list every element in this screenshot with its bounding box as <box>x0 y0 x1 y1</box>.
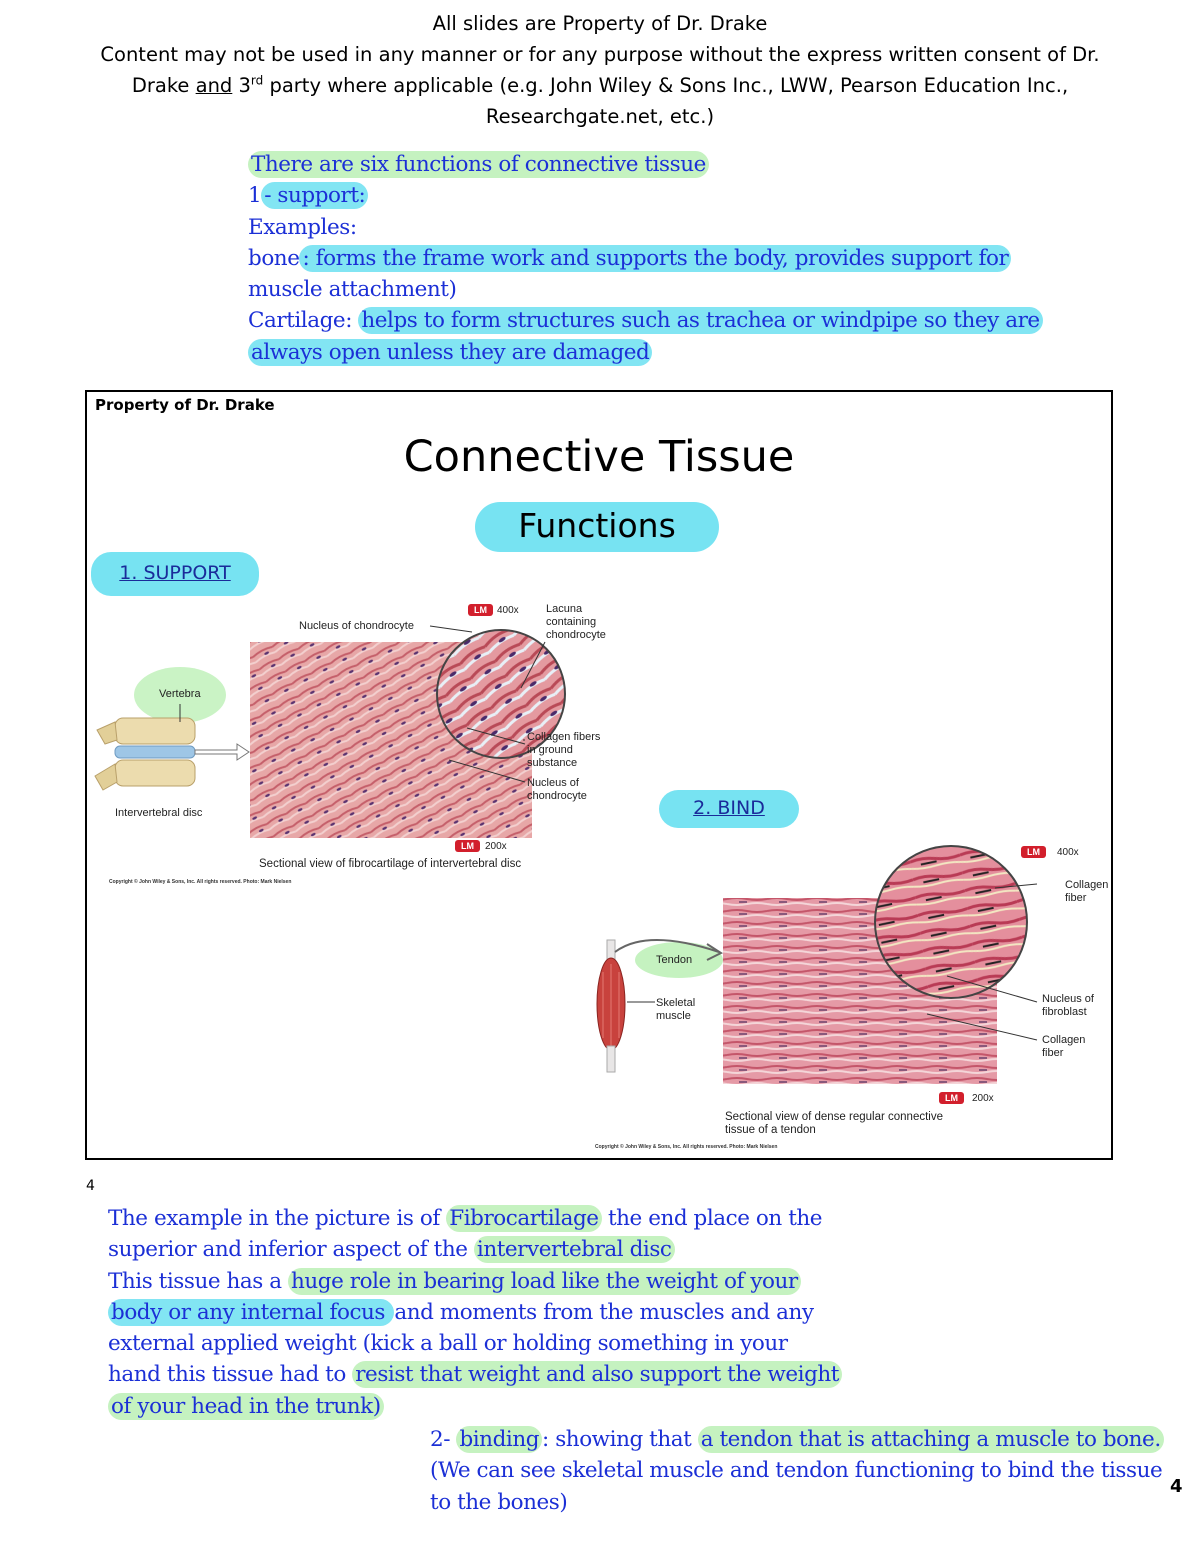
note-line: The example in the picture is of Fibroca… <box>108 1205 823 1232</box>
fig1-magnification-bottom: 200x <box>485 841 507 852</box>
copyright-header: All slides are Property of Dr. Drake Con… <box>0 8 1200 132</box>
slide-subtitle: Functions <box>475 502 719 552</box>
note-line: There are six functions of connective ti… <box>248 149 1043 180</box>
note-line: Examples: <box>248 214 357 240</box>
slide-frame: Property of Dr. Drake Connective Tissue … <box>85 390 1113 1160</box>
vertebra-illustration <box>94 717 196 791</box>
fibrocartilage-figure <box>94 625 1038 1084</box>
fig1-disc-label: Intervertebral disc <box>115 807 203 819</box>
page-number-right: 4 <box>1170 1476 1183 1497</box>
fig1-lacuna-label: Lacuna containing chondrocyte <box>546 603 606 641</box>
note-line: (We can see skeletal muscle and tendon f… <box>430 1458 1163 1484</box>
notes-top: There are six functions of connective ti… <box>248 149 1043 368</box>
header-line-2: Content may not be used in any manner or… <box>100 43 1100 66</box>
fig1-lm-badge: LM <box>468 604 493 616</box>
tendon-zoom-circle <box>874 845 1028 999</box>
note-line: bone: forms the frame work and supports … <box>248 243 1043 274</box>
note-line: always open unless they are damaged <box>248 337 1043 368</box>
support-heading: 1. SUPPORT <box>91 552 259 596</box>
fig2-collagen-top-label: Collagen fiber <box>1065 879 1109 904</box>
header-line-1: All slides are Property of Dr. Drake <box>432 12 768 35</box>
fig2-skeletal-label: Skeletal muscle <box>656 997 696 1022</box>
note-line: superior and inferior aspect of the inte… <box>108 1234 842 1265</box>
notes-binding: 2- binding: showing that a tendon that i… <box>430 1424 1164 1518</box>
header-line-4: Researchgate.net, etc.) <box>485 105 715 128</box>
note-line: Cartilage: helps to form structures such… <box>248 305 1043 336</box>
fig2-lm-badge: LM <box>1021 846 1046 858</box>
fig2-tendon-label: Tendon <box>656 954 693 966</box>
note-line: external applied weight (kick a ball or … <box>108 1331 788 1357</box>
fig2-collagen-bottom-label: Collagen fiber <box>1042 1034 1086 1059</box>
note-line: muscle attachment) <box>248 277 457 303</box>
slide-title: Connective Tissue <box>403 432 795 482</box>
muscle-illustration <box>596 939 626 1073</box>
header-line-3: Drake and 3rd party where applicable (e.… <box>131 73 1069 97</box>
note-line: to the bones) <box>430 1489 568 1515</box>
fibrocartilage-zoom-circle <box>436 629 566 759</box>
fig2-magnification-bottom: 200x <box>972 1093 994 1104</box>
tendon-highlight <box>635 942 723 978</box>
fig1-vertebra-label: Vertebra <box>159 688 201 700</box>
note-line: body or any internal focus and moments f… <box>108 1297 842 1328</box>
fig1-nucleus-label: Nucleus of chondrocyte <box>299 620 414 632</box>
fig2-magnification: 400x <box>1057 847 1079 858</box>
notes-bottom: The example in the picture is of Fibroca… <box>108 1203 842 1422</box>
slide-property-label: Property of Dr. Drake <box>95 396 275 414</box>
note-line: of your head in the trunk) <box>108 1391 842 1422</box>
fig1-lm-badge-bottom: LM <box>455 840 480 852</box>
fig1-magnification: 400x <box>497 605 519 616</box>
fig2-copyright: Copyright © John Wiley & Sons, Inc. All … <box>595 1144 778 1150</box>
note-line: 2- binding: showing that a tendon that i… <box>430 1424 1164 1455</box>
page-number-left: 4 <box>86 1178 95 1194</box>
note-line: 1- support: <box>248 180 1043 211</box>
note-line: This tissue has a huge role in bearing l… <box>108 1266 842 1297</box>
fig1-caption: Sectional view of fibrocartilage of inte… <box>259 858 522 870</box>
bind-heading: 2. BIND <box>659 790 799 828</box>
note-line: hand this tissue had to resist that weig… <box>108 1359 842 1390</box>
fig1-nucleus-bottom-label: Nucleus of chondrocyte <box>527 777 587 802</box>
fig1-copyright: Copyright © John Wiley & Sons, Inc. All … <box>109 879 292 885</box>
fig2-lm-badge-bottom: LM <box>939 1092 964 1104</box>
fig2-nucleus-label: Nucleus of fibroblast <box>1042 993 1094 1018</box>
vertebra-highlight <box>134 667 226 723</box>
fig2-caption: Sectional view of dense regular connecti… <box>725 1111 943 1136</box>
fig1-collagen-label: Collagen fibers in ground substance <box>527 731 601 769</box>
